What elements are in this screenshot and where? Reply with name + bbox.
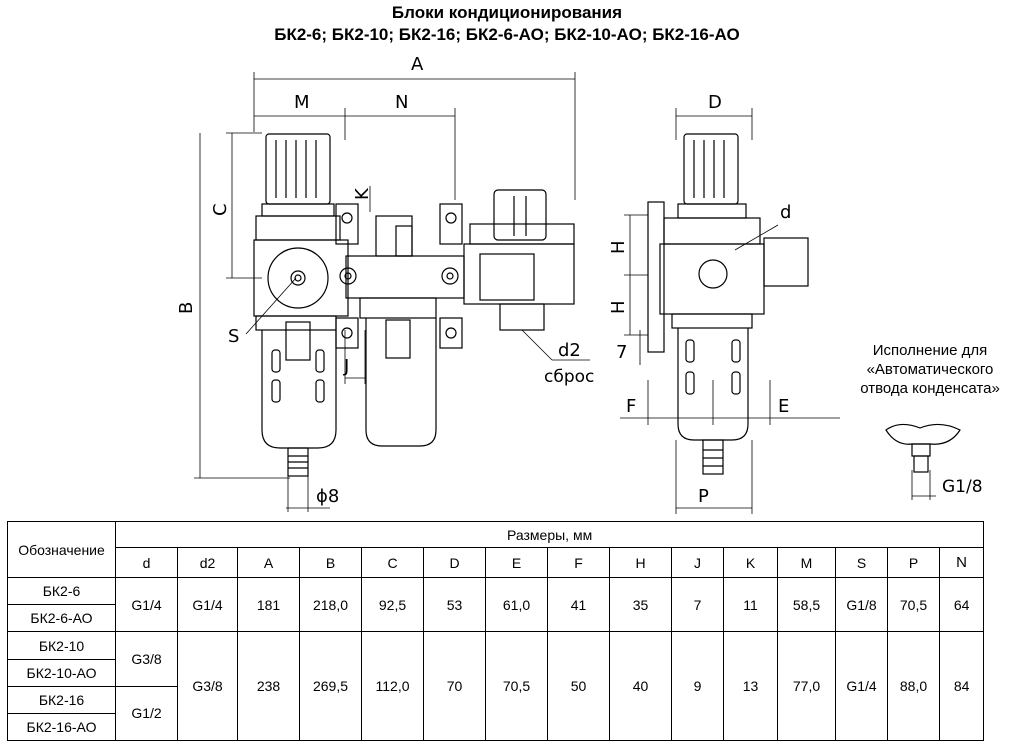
cell-S: G1/4 — [835, 631, 888, 741]
cell-J: 9 — [671, 631, 724, 741]
model-cell: БК2-6-АО — [7, 604, 116, 633]
col-header-M: M — [777, 547, 836, 579]
col-header-J: J — [671, 547, 724, 579]
label-H-1: H — [608, 240, 629, 254]
auto-drain-note: Исполнение для «Автоматического отвода к… — [846, 341, 1014, 398]
label-D: D — [708, 92, 722, 113]
cell-B: 269,5 — [299, 631, 362, 741]
label-G18: G1/8 — [942, 477, 983, 497]
model-cell: БК2-16-АО — [7, 712, 116, 742]
lubricator-unit — [463, 189, 575, 331]
label-K: K — [352, 187, 373, 200]
cell-C: 112,0 — [361, 631, 424, 741]
cell-H: 40 — [609, 631, 672, 741]
label-E: E — [778, 396, 789, 417]
label-S: S — [228, 326, 239, 347]
table-row: БК2-10 G3/8 G3/8 238 269,5 112,0 70 70,5… — [7, 631, 985, 741]
cell-B: 218,0 — [299, 577, 362, 633]
label-reset: сброс — [544, 367, 594, 387]
col-header-d: d — [115, 547, 178, 579]
cell-E: 70,5 — [485, 631, 548, 741]
label-d2: d2 — [558, 340, 581, 361]
model-cell: БК2-16 — [7, 685, 116, 714]
col-header-A: A — [237, 547, 300, 579]
label-7: 7 — [616, 342, 627, 363]
model-cell: БК2-10 — [7, 631, 116, 660]
label-P: P — [698, 486, 709, 507]
col-header-C: C — [361, 547, 424, 579]
table-row: БК2-6 G1/4 G1/4 181 218,0 92,5 53 61,0 4… — [7, 577, 985, 633]
cell-d2: G1/4 — [177, 577, 238, 633]
cell-P: 88,0 — [887, 631, 940, 741]
cell-K: 11 — [723, 577, 778, 633]
col-header-P: P — [887, 547, 940, 579]
cell-F: 41 — [547, 577, 610, 633]
col-header-F: F — [547, 547, 610, 579]
filter-unit — [335, 203, 465, 447]
label-A: A — [411, 54, 424, 75]
dimension-lines — [194, 72, 936, 514]
cell-C: 92,5 — [361, 577, 424, 633]
cell-A: 181 — [237, 577, 300, 633]
cell-N: 84 — [938, 631, 985, 741]
col-header-D: D — [423, 547, 486, 579]
col-header-H: H — [609, 547, 672, 579]
title-line-1: Блоки кондиционирования — [391, 3, 623, 22]
technical-drawing: A M N D C K B S J d2 сброс ϕ8 d H H 7 F … — [176, 54, 983, 514]
auto-drain-detail — [885, 423, 961, 473]
cell-M: 77,0 — [777, 631, 836, 741]
label-H-2: H — [608, 300, 629, 314]
cell-d2: G3/8 — [177, 631, 238, 741]
model-cell: БК2-6 — [7, 577, 116, 606]
label-C: C — [210, 203, 231, 216]
cell-K: 13 — [723, 631, 778, 741]
cell-D: 70 — [423, 631, 486, 741]
label-N: N — [395, 92, 408, 113]
cell-J: 7 — [671, 577, 724, 633]
cell-F: 50 — [547, 631, 610, 741]
col-header-d2: d2 — [177, 547, 238, 579]
cell-N: 64 — [938, 577, 985, 633]
label-F: F — [626, 396, 636, 417]
note-line-2: «Автоматического — [866, 361, 994, 378]
cell-D: 53 — [423, 577, 486, 633]
sizes-header: Размеры, мм — [114, 520, 985, 549]
table-row: БК2-16-АО — [7, 712, 984, 742]
cell-A: 238 — [237, 631, 300, 741]
side-view — [647, 133, 809, 475]
col-header-E: E — [485, 547, 548, 579]
cell-M: 58,5 — [777, 577, 836, 633]
cell-E: 61,0 — [485, 577, 548, 633]
note-line-3: отвода конденсата» — [860, 380, 1000, 397]
note-line-1: Исполнение для — [872, 342, 988, 359]
cell-d: G3/8 — [115, 631, 178, 687]
cell-H: 35 — [609, 577, 672, 633]
cell-d: G1/2 — [115, 685, 178, 742]
table-row: БК2-6-АО — [7, 604, 984, 633]
header-row-1: Обозначение Размеры, мм — [7, 520, 985, 579]
col-header-N: N — [938, 547, 985, 579]
designation-header: Обозначение — [7, 520, 116, 579]
dimensions-table: Обозначение Размеры, мм d d2 A B C D E F… — [7, 520, 985, 742]
cell-S: G1/8 — [835, 577, 888, 633]
header-row-2: d d2 A B C D E F H J K M S P N — [8, 547, 985, 579]
label-d: d — [780, 202, 791, 223]
label-phi8: ϕ8 — [316, 486, 339, 507]
label-J: J — [343, 356, 349, 377]
title-line-2: БК2-6; БК2-10; БК2-16; БК2-6-АО; БК2-10-… — [274, 25, 740, 44]
col-header-B: B — [299, 547, 362, 579]
model-cell: БК2-10-АО — [7, 658, 116, 687]
cell-d: G1/4 — [115, 577, 178, 633]
col-header-S: S — [835, 547, 888, 579]
table-row: БК2-10-АО — [7, 658, 984, 687]
col-header-K: K — [723, 547, 778, 579]
label-M: M — [294, 92, 310, 113]
label-B: B — [176, 302, 197, 314]
cell-P: 70,5 — [887, 577, 940, 633]
regulator-filter-unit — [253, 133, 349, 477]
